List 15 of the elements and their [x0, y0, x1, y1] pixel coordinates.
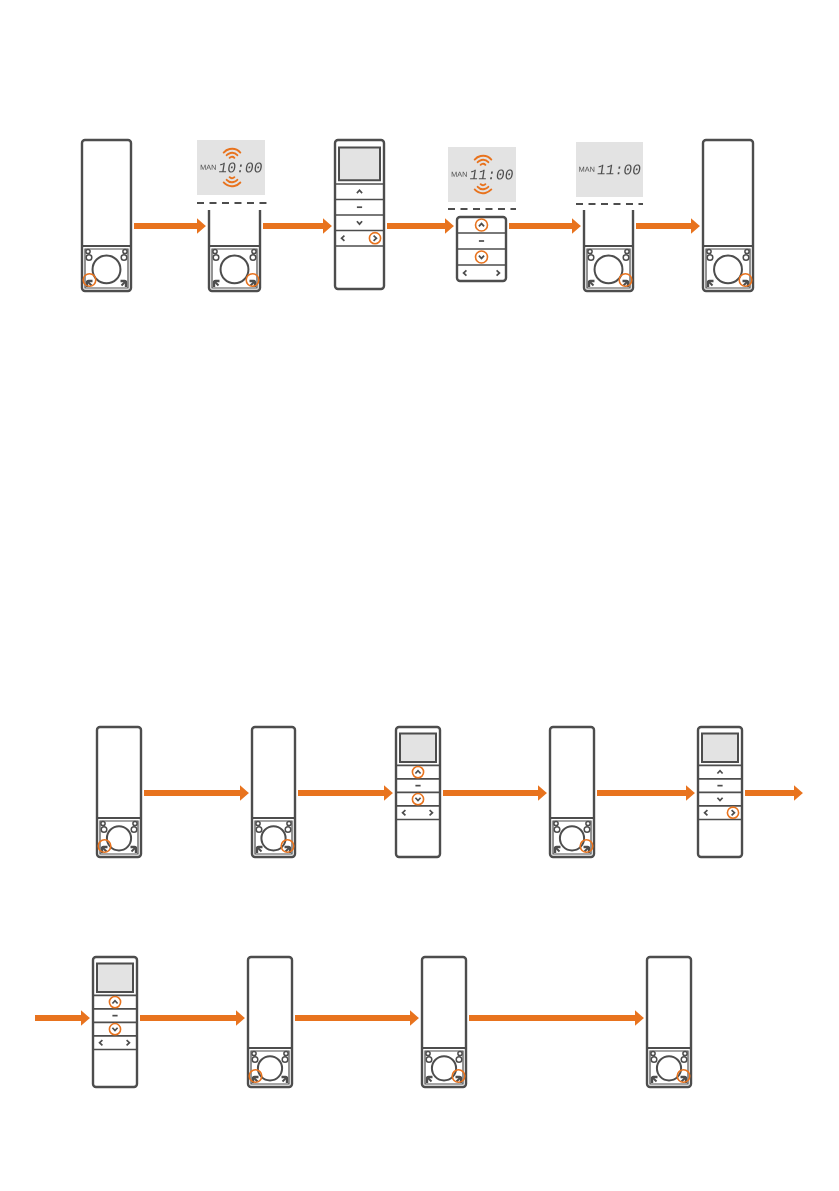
remote-control: [246, 955, 294, 1089]
button-panel: [455, 215, 508, 283]
remote-control: [696, 725, 744, 859]
remote-control: [333, 138, 386, 291]
remote-control: [420, 955, 468, 1089]
remote-control: [95, 725, 143, 859]
remote-control: [582, 210, 635, 293]
remote-control: [91, 955, 139, 1089]
remote-control: [250, 725, 297, 859]
remote-control: [394, 725, 442, 859]
remote-control: [207, 210, 262, 293]
remote-control: [701, 138, 755, 293]
remote-control: [548, 725, 596, 859]
remote-control: [645, 955, 693, 1089]
remote-control: [80, 138, 133, 293]
